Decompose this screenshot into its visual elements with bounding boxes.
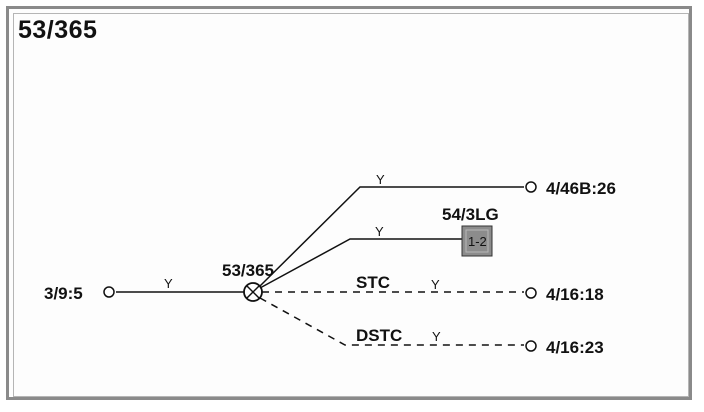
wire-branch-2 — [259, 238, 462, 289]
target-branch-3-label: 4/16:18 — [546, 285, 604, 304]
wire-branch-1-label: Y — [376, 172, 385, 187]
wire-branch-2-label: Y — [375, 224, 384, 239]
tag-branch-3: STC — [356, 273, 390, 292]
connector-left — [103, 286, 115, 298]
node-left-label: 3/9:5 — [44, 284, 83, 303]
connector-box-text: 1-2 — [468, 234, 487, 249]
connector-box-inner — [465, 229, 489, 253]
wire-left-label: Y — [164, 276, 173, 291]
connector-branch-1 — [525, 181, 537, 193]
connector-branch-3 — [525, 287, 537, 299]
wire-branch-1 — [259, 186, 524, 287]
target-branch-1-label: 4/46B:26 — [546, 179, 616, 198]
diagram-title: 53/365 — [18, 16, 98, 44]
wire-branch-3-label: Y — [431, 277, 440, 292]
splice-label: 53/365 — [222, 261, 274, 280]
target-branch-2-label: 54/3LG — [442, 205, 499, 224]
connector-branch-4 — [525, 340, 537, 352]
target-branch-4-label: 4/16:23 — [546, 338, 604, 357]
wire-branch-4-label: Y — [432, 329, 441, 344]
diagram-frame — [6, 6, 692, 400]
wire-branch-4 — [259, 297, 524, 346]
splice-cross-b — [246, 285, 260, 299]
tag-branch-4: DSTC — [356, 326, 402, 345]
connector-box-54-3lg — [461, 225, 493, 257]
diagram-inner-border — [13, 13, 689, 397]
